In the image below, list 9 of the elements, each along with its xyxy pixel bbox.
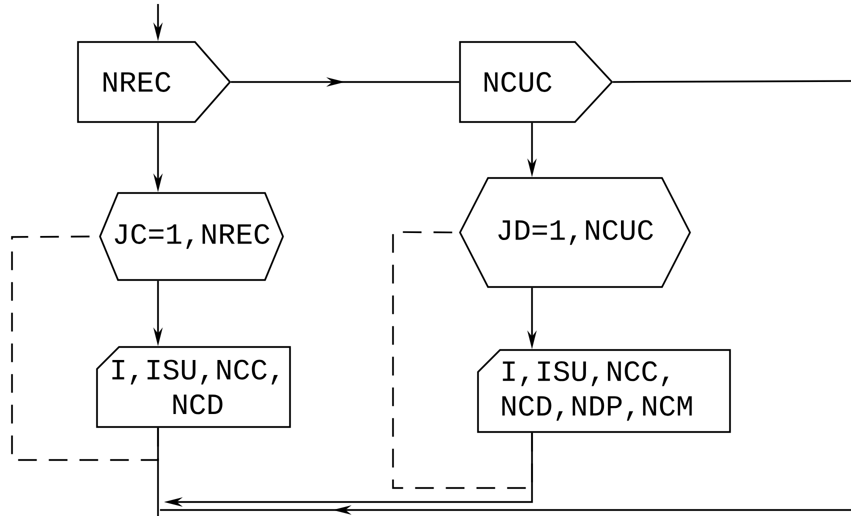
loop-hexagon: JD=1,NCUC <box>459 177 691 288</box>
flow-line <box>157 428 159 516</box>
card-box: I,ISU,NCC, NCD <box>96 346 291 428</box>
flow-line <box>11 236 159 461</box>
offpage-connector: NREC <box>77 41 232 123</box>
loop-hexagon: JC=1,NREC <box>99 192 284 281</box>
offpage-connector: NCUC <box>459 41 614 123</box>
flow-line <box>612 80 851 83</box>
card-box: I,ISU,NCC, NCD,NDP,NCM <box>477 349 731 433</box>
